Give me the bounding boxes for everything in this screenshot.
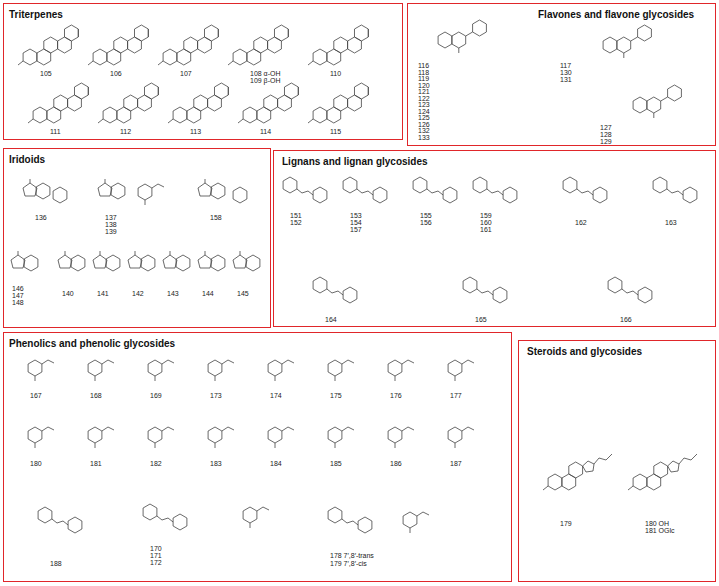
compound-number: 130	[560, 69, 572, 76]
compound-number: 122	[418, 95, 430, 102]
compound-number: 133	[418, 134, 430, 141]
compound-number: 165	[475, 316, 487, 323]
compound-number: 161	[480, 226, 492, 233]
compound-number: 153	[350, 212, 362, 219]
panel-title: Lignans and lignan glycosides	[282, 156, 428, 168]
compound-number: 166	[620, 316, 632, 323]
compound-number: 174	[270, 392, 282, 399]
compound-number: 137	[105, 214, 117, 221]
compound-number: 155	[420, 212, 432, 219]
compound-number: 145	[237, 290, 249, 297]
compound-number: 131	[560, 76, 572, 83]
compound-number: 164	[325, 316, 337, 323]
compound-number: 169	[150, 392, 162, 399]
compound-number: 108 α-OH	[250, 70, 281, 77]
compound-number: 116	[418, 62, 429, 69]
compound-number: 119	[418, 75, 429, 82]
panel-title: Phenolics and phenolic glycosides	[9, 338, 175, 350]
compound-number: 144	[202, 290, 214, 297]
class-panel: Iridoids	[3, 148, 271, 328]
compound-number: 183	[210, 460, 222, 467]
compound-number: 158	[210, 214, 222, 221]
compound-number: 112	[120, 128, 131, 135]
compound-number: 171	[150, 552, 162, 559]
compound-number: 159	[480, 212, 492, 219]
compound-number: 118	[418, 69, 429, 76]
compound-number: 138	[105, 221, 117, 228]
compound-number: 105	[40, 70, 52, 77]
compound-number: 154	[350, 219, 362, 226]
compound-number: 146	[12, 285, 24, 292]
compound-number: 180 OH	[645, 520, 669, 527]
compound-number: 177	[450, 392, 462, 399]
compound-number: 181	[90, 460, 102, 467]
compound-number: 178 7′,8′-trans	[330, 552, 374, 559]
compound-number: 163	[665, 219, 677, 226]
compound-number: 147	[12, 292, 24, 299]
panel-title: Triterpenes	[9, 9, 63, 21]
compound-number: 179	[560, 520, 572, 527]
compound-number: 107	[180, 70, 192, 77]
class-panel: Triterpenes	[3, 3, 403, 140]
compound-number: 141	[97, 290, 109, 297]
compound-number: 187	[450, 460, 462, 467]
compound-number: 162	[575, 219, 587, 226]
compound-number: 168	[90, 392, 102, 399]
compound-number: 152	[290, 219, 302, 226]
panel-title: Flavones and flavone glycosides	[538, 9, 694, 21]
compound-number: 181 OGlc	[645, 527, 675, 534]
compound-number: 182	[150, 460, 162, 467]
compound-number: 132	[418, 127, 430, 134]
compound-number: 167	[30, 392, 42, 399]
compound-number: 180	[30, 460, 42, 467]
compound-number: 129	[600, 138, 612, 145]
compound-number: 127	[600, 124, 612, 131]
compound-number: 173	[210, 392, 222, 399]
compound-number: 117	[560, 62, 571, 69]
class-panel: Phenolics and phenolic glycosides	[3, 332, 512, 582]
compound-number: 156	[420, 219, 432, 226]
compound-number: 188	[50, 560, 62, 567]
compound-number: 139	[105, 228, 117, 235]
compound-number: 115	[330, 128, 341, 135]
compound-number: 123	[418, 101, 430, 108]
panel-title: Steroids and glycosides	[527, 346, 642, 358]
class-panel: Steroids and glycosides	[518, 340, 716, 582]
compound-number: 111	[50, 128, 61, 135]
compound-number: 128	[600, 131, 612, 138]
compound-number: 125	[418, 114, 430, 121]
compound-number: 140	[62, 290, 74, 297]
panel-title: Iridoids	[9, 154, 45, 166]
compound-number: 179 7′,8′-cis	[330, 560, 367, 567]
compound-number: 148	[12, 299, 24, 306]
compound-number: 109 β-OH	[250, 77, 280, 84]
compound-number: 121	[418, 88, 430, 95]
compound-number: 160	[480, 219, 492, 226]
compound-number: 186	[390, 460, 402, 467]
compound-number: 170	[150, 545, 162, 552]
compound-number: 120	[418, 82, 430, 89]
compound-number: 110	[330, 70, 341, 77]
compound-number: 143	[167, 290, 179, 297]
compound-number: 176	[390, 392, 402, 399]
compound-number: 136	[35, 214, 47, 221]
compound-number: 113	[190, 128, 201, 135]
compound-number: 184	[270, 460, 282, 467]
compound-number: 151	[290, 212, 302, 219]
class-panel: Lignans and lignan glycosides	[273, 150, 716, 327]
compound-number: 124	[418, 108, 430, 115]
compound-number: 172	[150, 559, 162, 566]
compound-number: 185	[330, 460, 342, 467]
compound-number: 157	[350, 226, 362, 233]
compound-number: 175	[330, 392, 342, 399]
compound-number: 106	[110, 70, 122, 77]
compound-number: 126	[418, 121, 430, 128]
compound-number: 142	[132, 290, 144, 297]
compound-number: 114	[260, 128, 271, 135]
